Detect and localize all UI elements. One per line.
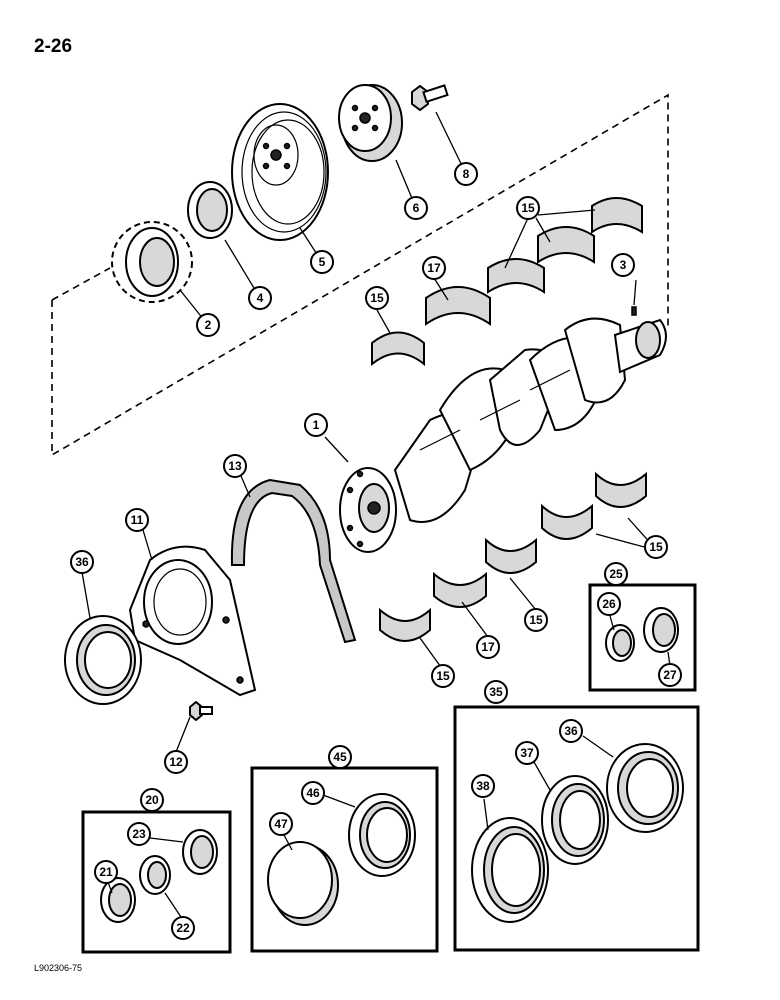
callout-3: 3 bbox=[611, 253, 635, 277]
callout-1: 1 bbox=[304, 413, 328, 437]
rear-seal-gasket bbox=[230, 478, 357, 644]
svg-text:20: 20 bbox=[145, 793, 159, 807]
svg-text:26: 26 bbox=[602, 597, 616, 611]
svg-text:15: 15 bbox=[370, 291, 384, 305]
woodruff-key bbox=[631, 306, 637, 316]
callout-17b: 17 bbox=[476, 635, 500, 659]
callout-35: 35 bbox=[484, 680, 508, 704]
kit-25-parts bbox=[605, 607, 679, 662]
svg-text:27: 27 bbox=[663, 668, 677, 682]
housing-bolt bbox=[189, 700, 213, 722]
svg-text:6: 6 bbox=[413, 201, 420, 215]
svg-text:21: 21 bbox=[99, 865, 113, 879]
callout-23: 23 bbox=[127, 822, 151, 846]
svg-text:8: 8 bbox=[463, 167, 470, 181]
kit-box-20 bbox=[81, 810, 232, 954]
callout-11: 11 bbox=[125, 508, 149, 532]
svg-text:36: 36 bbox=[564, 724, 578, 738]
callout-21: 21 bbox=[94, 860, 118, 884]
callout-45: 45 bbox=[328, 745, 352, 769]
svg-text:37: 37 bbox=[520, 746, 534, 760]
pulley-bolt bbox=[411, 84, 449, 112]
svg-text:22: 22 bbox=[176, 921, 190, 935]
callout-12: 12 bbox=[164, 750, 188, 774]
callout-36b: 36 bbox=[559, 719, 583, 743]
svg-text:15: 15 bbox=[529, 613, 543, 627]
svg-text:46: 46 bbox=[306, 786, 320, 800]
callout-36a: 36 bbox=[70, 550, 94, 574]
callout-2: 2 bbox=[196, 313, 220, 337]
svg-text:38: 38 bbox=[476, 779, 490, 793]
footer-code: L902306-75 bbox=[34, 963, 83, 973]
svg-text:13: 13 bbox=[228, 459, 242, 473]
svg-text:11: 11 bbox=[131, 513, 144, 527]
svg-text:47: 47 bbox=[274, 817, 288, 831]
svg-text:36: 36 bbox=[75, 555, 89, 569]
svg-text:15: 15 bbox=[436, 669, 450, 683]
callout-26: 26 bbox=[597, 592, 621, 616]
kit-20-parts bbox=[100, 829, 218, 923]
callout-15e: 15 bbox=[431, 664, 455, 688]
callout-6: 6 bbox=[404, 196, 428, 220]
lower-bearing-shells bbox=[379, 471, 647, 642]
crankshaft-pulley bbox=[231, 103, 329, 241]
crankshaft bbox=[339, 317, 667, 553]
svg-text:5: 5 bbox=[319, 255, 326, 269]
svg-text:23: 23 bbox=[132, 827, 146, 841]
callout-46: 46 bbox=[301, 781, 325, 805]
callout-15b: 15 bbox=[365, 286, 389, 310]
svg-text:35: 35 bbox=[489, 685, 503, 699]
callout-8: 8 bbox=[454, 162, 478, 186]
kit-box-25 bbox=[588, 583, 697, 692]
svg-text:4: 4 bbox=[257, 291, 264, 305]
kit-45-parts bbox=[267, 793, 416, 926]
callout-4: 4 bbox=[248, 286, 272, 310]
callout-17a: 17 bbox=[422, 256, 446, 280]
kit-box-35 bbox=[453, 705, 700, 952]
sleeve-ring bbox=[187, 181, 233, 239]
svg-text:45: 45 bbox=[333, 750, 347, 764]
callout-25: 25 bbox=[604, 562, 628, 586]
svg-text:15: 15 bbox=[521, 201, 535, 215]
crankshaft-gear bbox=[111, 221, 193, 303]
kit-35-parts bbox=[471, 743, 684, 923]
svg-text:12: 12 bbox=[169, 755, 183, 769]
svg-text:2: 2 bbox=[205, 318, 212, 332]
page-number: 2-26 bbox=[34, 36, 73, 57]
svg-text:17: 17 bbox=[481, 640, 495, 654]
rear-oil-seal bbox=[64, 615, 142, 705]
svg-text:25: 25 bbox=[609, 567, 623, 581]
pulley-hub bbox=[338, 84, 403, 162]
callout-15a: 15 bbox=[516, 196, 540, 220]
callout-27: 27 bbox=[658, 663, 682, 687]
upper-bearing-shells bbox=[371, 197, 643, 367]
callout-37: 37 bbox=[515, 741, 539, 765]
svg-text:17: 17 bbox=[427, 261, 441, 275]
svg-text:15: 15 bbox=[649, 540, 663, 554]
svg-text:3: 3 bbox=[620, 258, 627, 272]
callout-47: 47 bbox=[269, 812, 293, 836]
callout-20: 20 bbox=[140, 788, 164, 812]
rear-seal-housing bbox=[128, 545, 257, 697]
callout-5: 5 bbox=[310, 250, 334, 274]
callout-15c: 15 bbox=[644, 535, 668, 559]
callout-22: 22 bbox=[171, 916, 195, 940]
callout-15d: 15 bbox=[524, 608, 548, 632]
callout-13: 13 bbox=[223, 454, 247, 478]
svg-text:1: 1 bbox=[313, 418, 320, 432]
dashed-group-outline bbox=[51, 93, 669, 457]
callout-38: 38 bbox=[471, 774, 495, 798]
